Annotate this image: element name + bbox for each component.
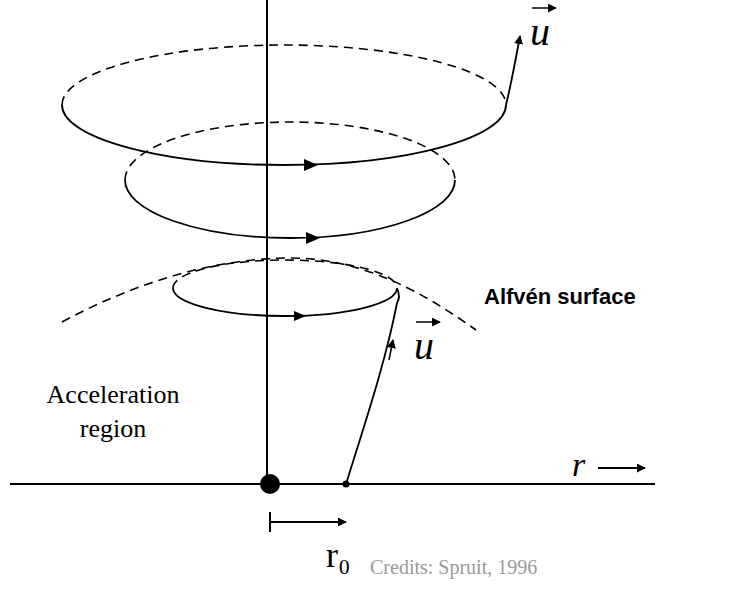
helix-back — [62, 45, 506, 105]
r0-arrow — [270, 521, 346, 523]
velocity-label: u — [530, 8, 550, 55]
helix-front — [62, 105, 506, 165]
radius-label: r₀ — [326, 534, 351, 576]
field-line — [346, 303, 397, 484]
credit-note: Credits: Spruit, 1996 — [370, 556, 537, 579]
helix-arrowhead — [306, 232, 320, 244]
r-arrow — [598, 467, 645, 469]
region-label: Acceleration region — [18, 378, 208, 446]
helix-arrowhead — [304, 159, 318, 171]
helix-front — [397, 288, 399, 303]
helix-front — [173, 288, 397, 316]
alfven-surface — [62, 258, 476, 330]
central-object — [260, 474, 280, 494]
helix-back — [173, 260, 397, 288]
disk-plane — [10, 483, 655, 485]
rotation-axis — [266, 0, 268, 484]
helix-back — [125, 122, 455, 180]
velocity-label: u — [414, 322, 434, 369]
flow-arrow — [389, 340, 393, 360]
vector-arrow — [532, 7, 556, 9]
axis-label: r — [572, 446, 585, 484]
surface-label: Alfvén surface — [484, 284, 636, 310]
helix-front — [125, 180, 455, 238]
vector-arrow — [416, 321, 440, 323]
helix-arrowhead — [294, 311, 306, 321]
outflow-line — [506, 36, 520, 105]
